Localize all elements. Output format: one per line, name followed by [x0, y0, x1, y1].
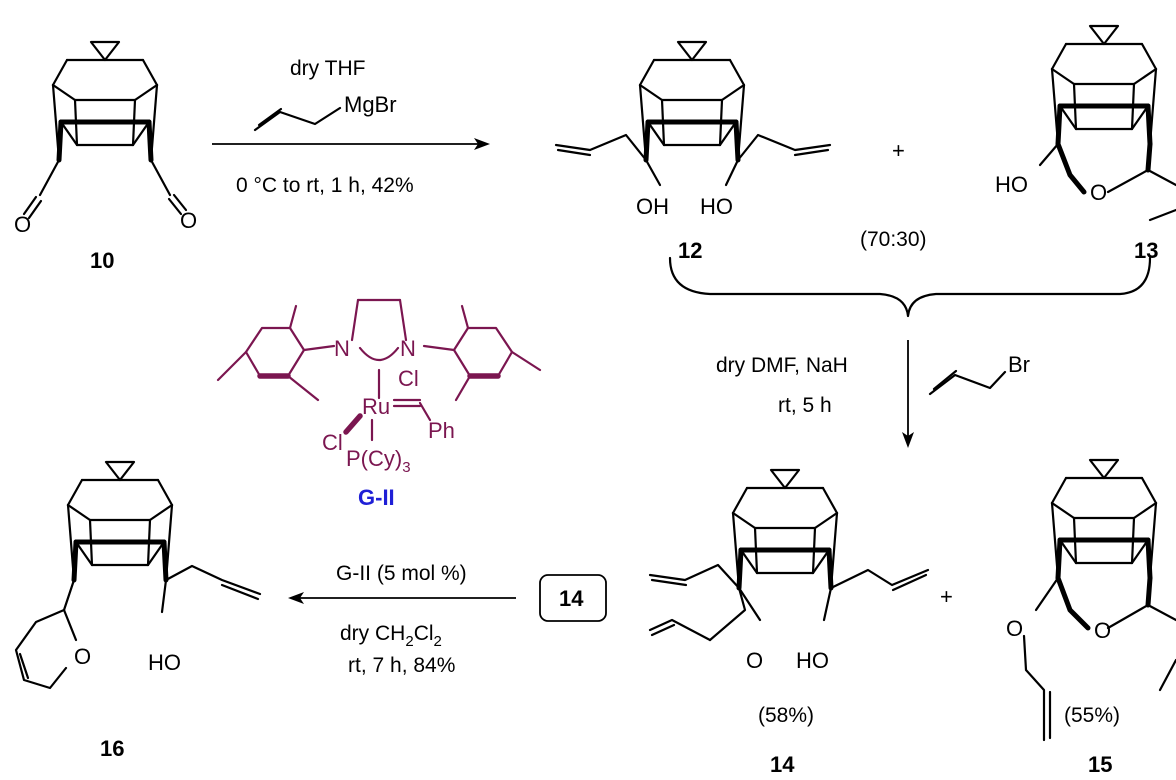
atom-n-right: N	[400, 336, 416, 361]
reagent-br: Br	[1008, 352, 1030, 377]
step2-conditions-2: rt, 5 h	[778, 394, 832, 417]
compound-12: OH HO 12	[554, 42, 832, 263]
boxed-14-label: 14	[559, 586, 584, 611]
step3-conditions: rt, 7 h, 84%	[348, 654, 455, 677]
atom-n-left: N	[334, 336, 350, 361]
step-3: 14 G-II (5 mol %) dry CH2Cl2 rt, 7 h, 84…	[288, 562, 607, 677]
yield-14: (58%)	[758, 704, 814, 727]
atom-ho: HO	[700, 194, 733, 219]
atom-ho: HO	[995, 172, 1028, 197]
atom-ho: HO	[148, 650, 181, 675]
atom-cl-bottom: Cl	[322, 430, 343, 455]
atom-o-ether: O	[1006, 616, 1023, 641]
catalyst-label: G-II	[358, 485, 395, 510]
compound-15: O O (55%) 15	[1006, 460, 1176, 777]
atom-o-bridge: O	[1090, 180, 1107, 205]
compound-label-14: 14	[770, 752, 795, 777]
compound-14: O HO + (58%) 14	[648, 470, 953, 777]
atom-ru: Ru	[362, 394, 390, 419]
atom-o-left: O	[14, 212, 31, 237]
atom-o-right: O	[180, 208, 197, 233]
compound-label-10: 10	[90, 248, 114, 273]
plus-sign-1: +	[892, 138, 905, 163]
step1-conditions: 0 °C to rt, 1 h, 42%	[236, 174, 414, 197]
compound-label-13: 13	[1134, 238, 1158, 263]
compound-label-12: 12	[678, 238, 702, 263]
boxed-14	[539, 574, 607, 622]
step3-catalyst-loading: G-II (5 mol %)	[336, 562, 467, 585]
atom-cl-top: Cl	[398, 366, 419, 391]
allyl-reagent	[253, 106, 342, 132]
step1-solvent: dry THF	[290, 57, 365, 80]
atom-ho: HO	[796, 648, 829, 673]
atom-pcy3: P(Cy)3	[346, 446, 411, 476]
atom-o-ether: O	[746, 648, 763, 673]
compound-13: HO O 13	[995, 26, 1176, 263]
allyl-bromide	[928, 370, 1007, 396]
compound-16: O HO 16	[14, 462, 262, 761]
atom-ph: Ph	[428, 418, 455, 443]
yield-15: (55%)	[1064, 704, 1120, 727]
reagent-mgbr: MgBr	[344, 92, 397, 117]
atom-o-ring: O	[74, 644, 91, 669]
compound-label-15: 15	[1088, 752, 1112, 777]
atom-oh: OH	[636, 194, 669, 219]
step3-solvent: dry CH2Cl2	[340, 622, 442, 650]
product-ratio: (70:30)	[860, 228, 927, 251]
step2-conditions-1: dry DMF, NaH	[716, 354, 848, 377]
catalyst-g-ii: N N Ru Cl Ph Cl P(Cy)3 G-II	[216, 298, 542, 510]
compound-10: O O 10	[14, 42, 197, 273]
compound-label-16: 16	[100, 736, 124, 761]
atom-o-bridge: O	[1094, 618, 1111, 643]
step-1: dry THF MgBr 0 °C to rt, 1 h, 42%	[212, 57, 490, 197]
plus-sign-2: +	[940, 584, 953, 609]
grouping-brace	[668, 256, 1152, 318]
step-2: dry DMF, NaH rt, 5 h Br	[716, 340, 1030, 448]
